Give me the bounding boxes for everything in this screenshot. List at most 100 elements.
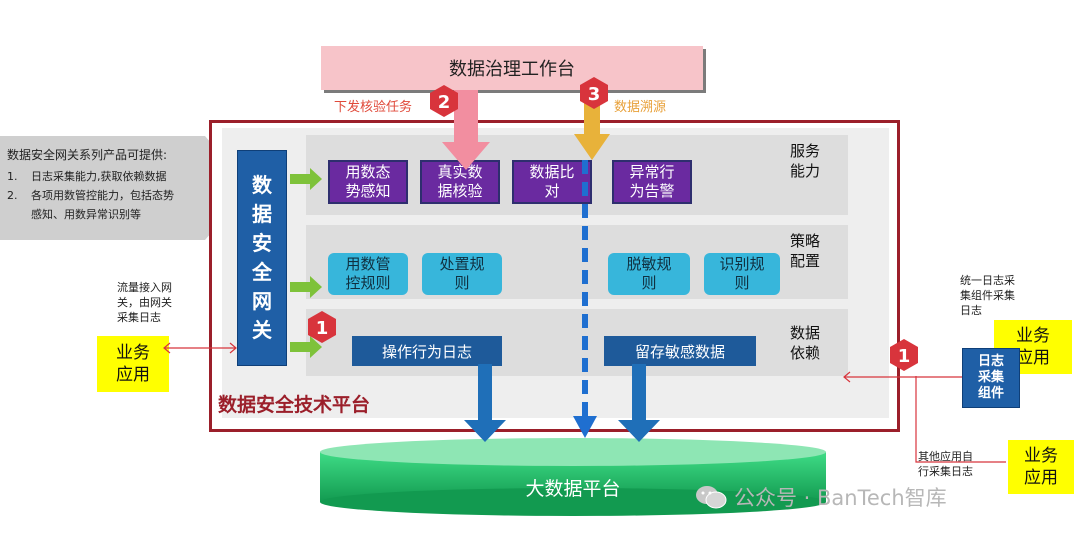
double-arrow-icon bbox=[163, 342, 237, 354]
gateway-char: 数 bbox=[252, 173, 272, 197]
trace-arrow-icon bbox=[574, 90, 610, 160]
situation-awareness-box: 用数态势感知 bbox=[328, 160, 408, 204]
green-arrow-icon bbox=[290, 168, 322, 190]
step-badge-1-right: 1 bbox=[890, 339, 918, 371]
right-note-bottom: 其他应用自 行采集日志 bbox=[918, 449, 973, 479]
green-arrow-icon bbox=[290, 276, 322, 298]
badge-number: 2 bbox=[438, 92, 451, 113]
anomaly-alert-box: 异常行为告警 bbox=[612, 160, 692, 204]
box-line: 为告警 bbox=[629, 182, 675, 200]
box-line: 用数管 bbox=[345, 255, 391, 273]
bigdata-cylinder bbox=[320, 438, 826, 516]
collector-line: 采集 bbox=[977, 370, 1004, 385]
gateway-char: 安 bbox=[252, 231, 272, 255]
gateway-char: 据 bbox=[252, 202, 272, 226]
other-app-connector bbox=[915, 376, 1006, 463]
info-item: 日志采集能力,获取依赖数据 bbox=[31, 170, 167, 183]
note-line: 其他应用自 bbox=[918, 450, 973, 463]
dependency-row-label: 数据依赖 bbox=[790, 323, 820, 363]
box-line: 据核验 bbox=[437, 182, 483, 200]
note-line: 行采集日志 bbox=[918, 465, 973, 478]
trace-label: 数据溯源 bbox=[614, 100, 667, 115]
data-verification-box: 真实数据核验 bbox=[420, 160, 500, 204]
identification-rule-box: 识别规则 bbox=[704, 253, 780, 295]
label-line: 数据 bbox=[790, 324, 821, 342]
box-line: 用数态 bbox=[345, 163, 391, 181]
collector-arrow-icon bbox=[843, 371, 962, 383]
app-line: 业务 bbox=[116, 343, 150, 363]
badge-number: 3 bbox=[588, 84, 601, 105]
collector-line: 日志 bbox=[977, 354, 1004, 369]
right-note-top: 统一日志采 集组件采集 日志 bbox=[960, 273, 1015, 318]
governance-workbench-box: 数据治理工作台 bbox=[321, 46, 703, 90]
step-badge-2: 2 bbox=[430, 85, 458, 117]
gateway-char: 关 bbox=[252, 318, 272, 342]
box-line: 对 bbox=[544, 182, 560, 200]
box-line: 识别规 bbox=[719, 255, 765, 273]
issue-task-label: 下发核验任务 bbox=[334, 100, 413, 115]
down-arrow-icon bbox=[464, 364, 506, 442]
box-line: 脱敏规 bbox=[626, 255, 672, 273]
disposal-rule-box: 处置规则 bbox=[422, 253, 502, 295]
left-business-app: 业务应用 bbox=[97, 336, 169, 392]
info-item: 各项用数管控能力，包括态势 bbox=[31, 189, 174, 202]
collector-line: 组件 bbox=[977, 386, 1004, 401]
badge-number: 1 bbox=[898, 346, 911, 367]
label-line: 服务 bbox=[790, 142, 821, 160]
label-line: 能力 bbox=[790, 162, 821, 180]
operation-log-box: 操作行为日志 bbox=[352, 336, 502, 366]
box-line: 则 bbox=[454, 274, 470, 292]
step-badge-1-left: 1 bbox=[308, 311, 336, 343]
info-num: 2. bbox=[7, 189, 18, 202]
note-line: 日志 bbox=[960, 304, 982, 317]
label-line: 依赖 bbox=[790, 344, 821, 362]
app-line: 业务 bbox=[1016, 326, 1050, 346]
label-line: 策略 bbox=[790, 232, 821, 250]
info-title: 数据安全网关系列产品可提供: bbox=[7, 148, 168, 162]
app-line: 应用 bbox=[1024, 468, 1058, 488]
info-num: 1. bbox=[7, 170, 18, 183]
gateway-char: 网 bbox=[252, 289, 272, 313]
box-line: 则 bbox=[734, 274, 750, 292]
data-comparison-box: 数据比对 bbox=[512, 160, 592, 204]
box-line: 异常行 bbox=[629, 163, 675, 181]
box-line: 则 bbox=[641, 274, 657, 292]
app-line: 业务 bbox=[1024, 446, 1058, 466]
sensitive-data-box: 留存敏感数据 bbox=[604, 336, 756, 366]
security-gateway: 数 据 安 全 网 关 bbox=[237, 150, 287, 366]
masking-rule-box: 脱敏规则 bbox=[608, 253, 690, 295]
usage-control-rule-box: 用数管控规则 bbox=[328, 253, 408, 295]
step-badge-3: 3 bbox=[580, 77, 608, 109]
gateway-char: 全 bbox=[252, 260, 272, 284]
app-line: 应用 bbox=[1016, 348, 1050, 368]
note-line: 流量接入网 bbox=[117, 281, 172, 294]
badge-number: 1 bbox=[316, 318, 329, 339]
info-box: 数据安全网关系列产品可提供: 1. 日志采集能力,获取依赖数据 2. 各项用数管控能… bbox=[7, 148, 207, 222]
info-item: 感知、用数异常识别等 bbox=[31, 208, 141, 221]
note-line: 关，由网关 bbox=[117, 296, 172, 309]
box-line: 留存敏感数据 bbox=[634, 342, 725, 361]
info-num bbox=[7, 207, 31, 222]
service-row-label: 服务能力 bbox=[790, 141, 820, 181]
left-note: 流量接入网 关，由网关 采集日志 bbox=[117, 280, 172, 325]
box-line: 处置规 bbox=[439, 255, 485, 273]
workbench-title: 数据治理工作台 bbox=[449, 59, 575, 80]
note-line: 统一日志采 bbox=[960, 274, 1015, 287]
watermark: 公众号 · BanTech智库 bbox=[694, 482, 947, 512]
down-arrow-icon bbox=[618, 364, 660, 442]
platform-title: 数据安全技术平台 bbox=[218, 394, 371, 416]
note-line: 采集日志 bbox=[117, 311, 161, 324]
label-line: 配置 bbox=[790, 252, 821, 270]
wechat-icon bbox=[696, 486, 727, 509]
box-line: 数据比 bbox=[529, 163, 575, 181]
app-line: 应用 bbox=[116, 365, 150, 385]
box-line: 势感知 bbox=[345, 182, 391, 200]
box-line: 操作行为日志 bbox=[381, 342, 472, 361]
bigdata-label: 大数据平台 bbox=[525, 478, 621, 500]
policy-row-label: 策略配置 bbox=[790, 231, 820, 271]
trace-dashed-line bbox=[573, 160, 597, 438]
box-line: 真实数 bbox=[437, 163, 483, 181]
note-line: 集组件采集 bbox=[960, 289, 1015, 302]
watermark-text: 公众号 · BanTech智库 bbox=[734, 486, 947, 510]
green-arrow-icon bbox=[290, 336, 322, 358]
